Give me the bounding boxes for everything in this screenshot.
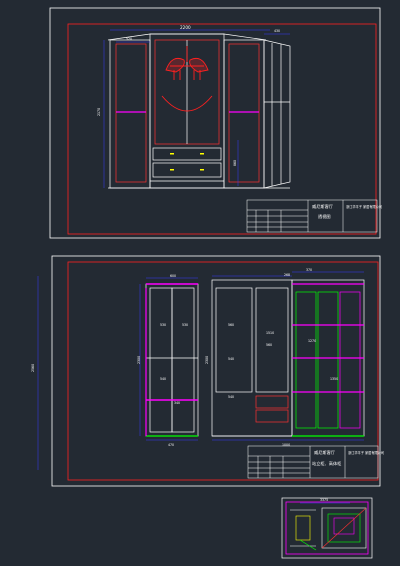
sheet-1-frame <box>49 7 381 239</box>
high-cabinet <box>291 279 365 437</box>
sheet-2-dim-bottom-right: 1000 <box>282 443 290 447</box>
drawer-handles <box>170 153 204 171</box>
sheet-2-dim-g: 540 <box>228 395 234 399</box>
sheet-2-dim-b: 530 <box>182 323 188 327</box>
sheet-2-dimensions <box>37 271 364 470</box>
sheet-2-drawing-name: 站立柜、高体柜 <box>312 460 341 467</box>
sheet-3-border <box>285 501 369 555</box>
sheet-1-border <box>67 23 377 235</box>
sheet-2-dim-j: 1270 <box>308 339 316 343</box>
sheet-2-dim-a: 530 <box>160 323 166 327</box>
sheet-2-dim-k: 1350 <box>330 377 338 381</box>
sheet-3-dim-top: 3375 <box>320 498 328 502</box>
sheet-2-dim-h: 1510 <box>266 331 274 335</box>
sheet-1-drawing-name: 透视图 <box>318 213 331 220</box>
sheet-1-dimensions <box>103 29 290 188</box>
wardrobe-elevation <box>107 33 291 189</box>
sheet-1-dim-height: 2170 <box>97 108 101 116</box>
sheet-2-dim-mid-height: 2300 <box>205 356 209 364</box>
sheet-2-dim-c: 540 <box>160 377 166 381</box>
sheet-2-dim-f: 540 <box>228 357 234 361</box>
sheet-1-dim-top: 2200 <box>180 25 191 30</box>
sheet-2-border <box>67 261 379 481</box>
sheet-1-product-name: 威尼斯客厅 <box>312 203 333 210</box>
sheet-1-dim-right: 860 <box>233 160 237 166</box>
sheet-2-dim-i: 560 <box>266 343 272 347</box>
sheet-2-frame <box>51 255 381 487</box>
tall-cabinet <box>211 279 293 437</box>
sheet-2-dim-e: 560 <box>228 323 234 327</box>
sheet-2-title-block <box>247 445 379 479</box>
sheet-2-dim-right-top: 370 <box>306 268 312 272</box>
sheet-2-company: 浙江华平子 家居有限公司 <box>348 450 384 455</box>
sheet-1-title-block <box>246 199 378 233</box>
sheet-2-dim-overall: 2560 <box>31 364 35 372</box>
sheet-3: 3375 <box>281 497 373 559</box>
sheet-1: 2200 520 430 2170 860 威尼斯客厅 透视图 浙江华平子 家居… <box>49 7 382 239</box>
crown-ornament-icon <box>161 46 213 112</box>
sheet-2-dim-d: 340 <box>174 401 180 405</box>
sheet-1-dim-right-top: 430 <box>274 29 280 33</box>
floor-plan <box>290 507 367 551</box>
sheet-2-dim-left-top: 600 <box>170 274 176 278</box>
sheet-2: 600 268 370 2300 2300 2560 470 1000 530 … <box>31 255 384 487</box>
standing-cabinet <box>145 283 199 437</box>
sheet-2-dim-mid-top: 268 <box>284 273 290 277</box>
sheet-2-dim-left-height: 2300 <box>137 356 141 364</box>
sheet-2-dim-bottom-left: 470 <box>168 443 174 447</box>
sheet-2-product-name: 威尼斯客厅 <box>314 449 335 456</box>
sheet-1-dim-left-top: 520 <box>126 37 132 41</box>
sheet-3-frame <box>281 497 373 559</box>
sheet-1-company: 浙江华平子 家居有限公司 <box>346 204 382 209</box>
